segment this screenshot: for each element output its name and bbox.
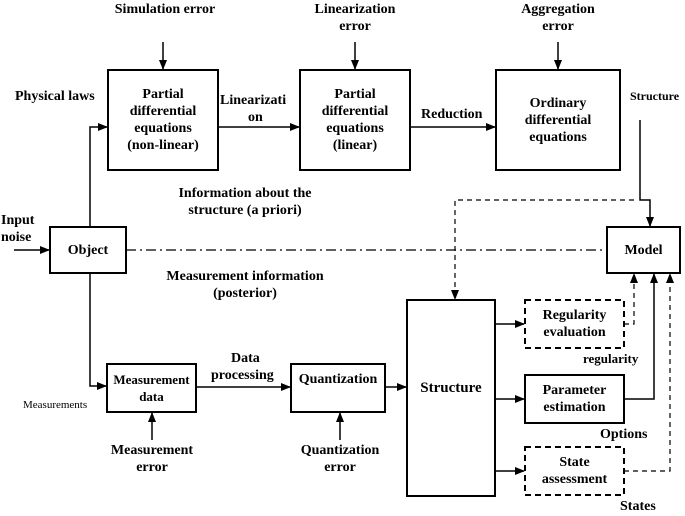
object-to-pde-arrow [89, 123, 108, 227]
reduction-label: Reduction [421, 107, 483, 122]
state-to-model-dashed [624, 273, 674, 472]
structure-box [406, 299, 496, 497]
structure-text: Structure [420, 379, 482, 396]
model-text: Model [624, 242, 663, 258]
ode-to-model-arrow [639, 120, 654, 227]
states-label: States [620, 499, 656, 514]
simulation-error-label: Simulation error [114, 2, 216, 17]
regularity-label: regularity [583, 351, 639, 366]
measurements-label: Measurements [23, 399, 88, 411]
measurement-info-label: Measurement information(posterior) [166, 269, 324, 301]
regularity-to-model-dashed [624, 273, 638, 325]
ode-box [495, 69, 621, 171]
model-to-structure-dashed [451, 199, 634, 300]
physical-laws-label: Physical laws [15, 89, 95, 104]
pde-linear-box [299, 69, 411, 171]
parameter-to-model-arrow [624, 273, 658, 400]
quantization-text: Quantization [298, 371, 378, 387]
pde-nonlinear-box [107, 69, 219, 171]
object-to-measurement-arrow [89, 273, 107, 390]
object-text: Object [67, 242, 109, 258]
structure-top-label: Structure [630, 89, 680, 103]
options-label: Options [600, 427, 648, 442]
